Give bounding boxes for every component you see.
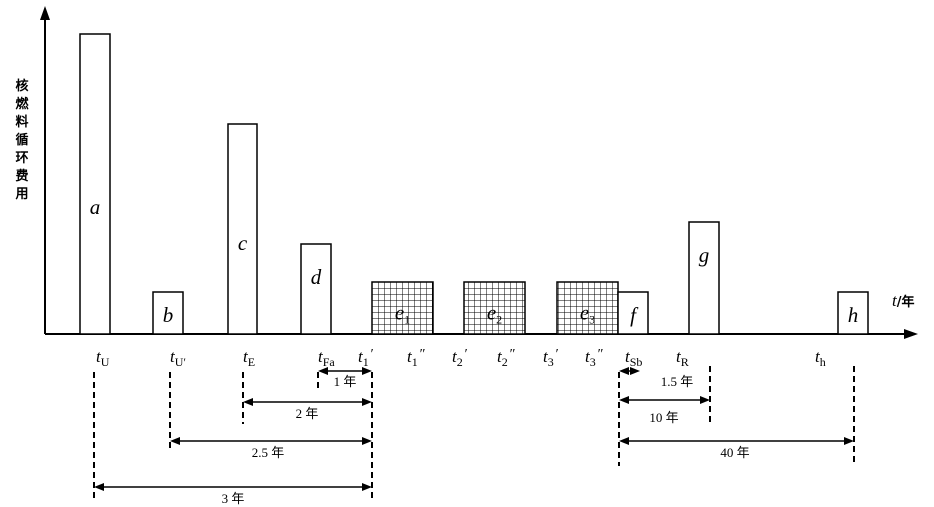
x-axis-arrow: [904, 329, 918, 339]
bar-label-c: c: [238, 231, 248, 255]
bar-label-a: a: [90, 195, 101, 219]
duration-label: 40 年: [720, 445, 749, 460]
duration-label: 10 年: [649, 410, 678, 425]
time-label-3-dprime: t3″: [585, 347, 603, 369]
bar-label-f: f: [630, 303, 639, 327]
time-label-Sb: tSb: [625, 347, 642, 369]
time-label-Fa: tFa: [318, 347, 335, 369]
bar-label-e2: e2: [487, 300, 502, 326]
arrow-head-right: [362, 398, 372, 406]
x-axis-label: t/年: [892, 291, 914, 310]
bar-e1: [371, 281, 434, 335]
arrow-head-left: [318, 367, 328, 375]
bar-a: [79, 33, 111, 335]
arrow-head-left: [94, 483, 104, 491]
arrow-head-left: [619, 396, 629, 404]
time-guides: [93, 366, 855, 500]
bar-g: [688, 221, 720, 335]
y-axis-arrow: [40, 6, 50, 20]
arrow-head-right: [362, 483, 372, 491]
x-axis-var: t: [892, 291, 898, 310]
bar-h: [837, 291, 869, 335]
y-axis-label-char: 燃: [15, 96, 29, 112]
time-label-E: tE: [243, 347, 255, 369]
arrow-head-right: [700, 396, 710, 404]
y-axis-label-char: 循: [15, 132, 28, 148]
bar-f: [617, 291, 649, 335]
bar-e2: [463, 281, 526, 335]
bar-d: [300, 243, 332, 335]
arrow-head-left: [619, 437, 629, 445]
duration-arrows: 1 年 2 年 2.5 年 3 年 1.5 年 10 年 40 年: [94, 367, 854, 506]
bar-label-h: h: [848, 303, 859, 327]
bar-label-b: b: [163, 303, 174, 327]
arrow-head-right: [844, 437, 854, 445]
time-label-2-dprime: t2″: [497, 347, 515, 369]
bar-label-d: d: [311, 265, 322, 289]
duration-label: 2.5 年: [252, 445, 285, 460]
bars: a b c d e1 e2 e3 f g h: [79, 33, 869, 335]
arrow-head-right: [362, 367, 372, 375]
time-label-1-dprime: t1″: [407, 347, 425, 369]
bar-c: [227, 123, 258, 335]
time-label-1-prime: t1′: [358, 347, 374, 369]
time-label-R: tR: [676, 347, 689, 369]
duration-label: 2 年: [296, 406, 319, 421]
bar-label-e1: e1: [395, 300, 410, 326]
y-axis-label-char: 费: [15, 168, 28, 184]
arrow-head-right: [362, 437, 372, 445]
y-axis-label-char: 环: [15, 151, 28, 166]
duration-label: 3 年: [222, 491, 245, 506]
y-axis-label-char: 核: [15, 78, 28, 94]
arrow-head-left: [170, 437, 180, 445]
duration-label: 1 年: [334, 374, 357, 389]
x-axis-unit: /年: [897, 294, 915, 310]
duration-label: 1.5 年: [661, 374, 694, 389]
time-label-U′: tU′: [170, 347, 186, 369]
bar-label-g: g: [699, 243, 710, 267]
bar-b: [152, 291, 184, 335]
arrow-head-left: [243, 398, 253, 406]
arrow-head-right: [630, 367, 640, 375]
bar-label-e3: e3: [580, 300, 595, 326]
arrow-head-left: [619, 367, 629, 375]
time-label-h: th: [815, 347, 826, 369]
time-label-2-prime: t2′: [452, 347, 468, 369]
time-label-3-prime: t3′: [543, 347, 559, 369]
time-label-U: tU: [96, 347, 110, 369]
y-axis-label-char: 料: [15, 114, 28, 130]
y-axis-label-char: 用: [14, 187, 28, 202]
time-labels: tU tU′ tE tFa t1′ t1″ t2′ t2″ t3′ t3″ tSb tR th: [96, 347, 826, 369]
